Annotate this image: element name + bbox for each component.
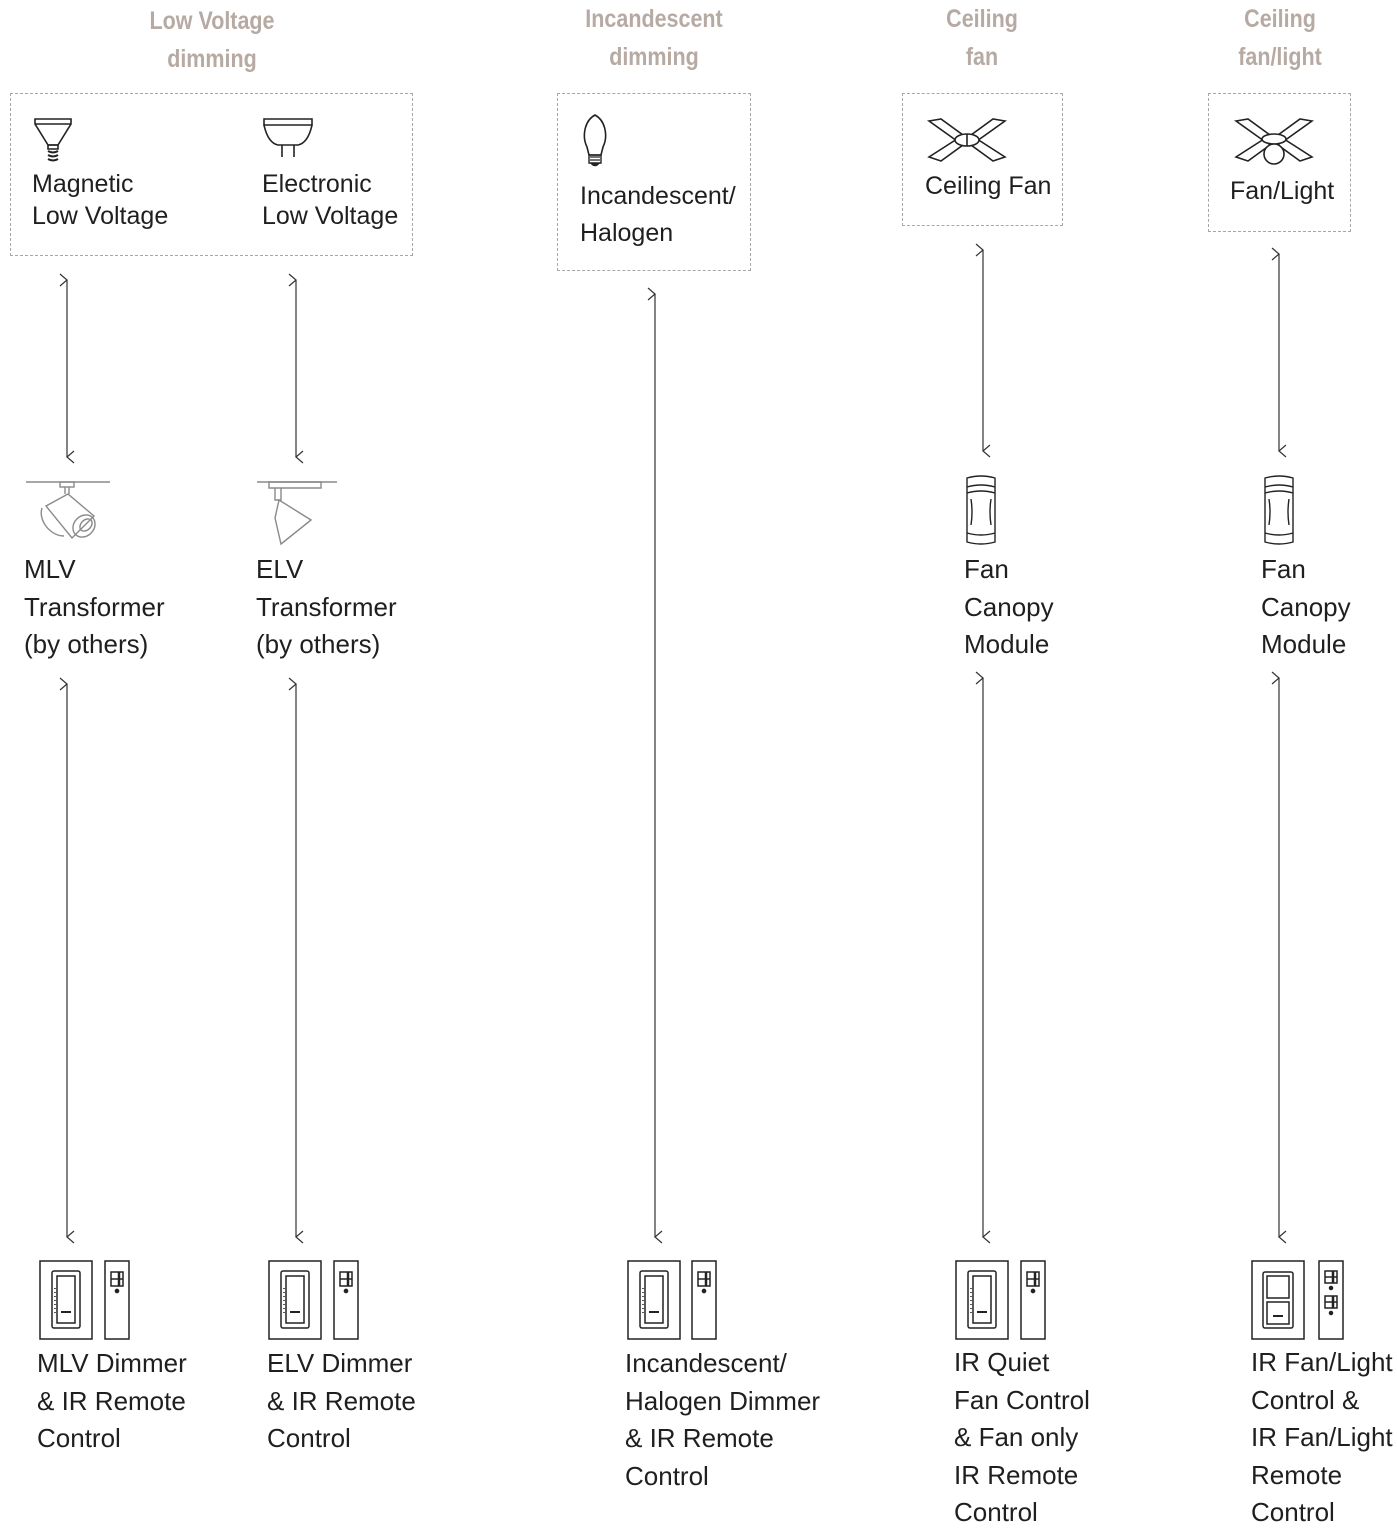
load-electronic-low-voltage: Electronic Low Voltage — [262, 170, 399, 230]
track-cone-icon — [257, 481, 337, 546]
label-fan-canopy-module-2: Fan Canopy Module — [1261, 554, 1351, 659]
load-ceiling-fan: Ceiling Fan — [925, 172, 1052, 200]
heading-incandescent-dimming: Incandescent dimming — [585, 5, 723, 71]
canopy-module-icon-2 — [1264, 475, 1294, 545]
label-ir-fan-light-control: IR Fan/Light Control & IR Fan/Light Remo… — [1251, 1347, 1393, 1527]
ceiling-fan-icon — [926, 118, 1008, 162]
mr16-pin-bulb-icon — [263, 118, 313, 157]
low-voltage-load-box — [10, 93, 413, 256]
label-mlv-transformer: MLV Transformer (by others) — [24, 554, 165, 659]
ir-remote-icon — [333, 1260, 359, 1340]
heading-low-voltage-dimming: Low Voltage dimming — [149, 7, 275, 73]
track-head-icon — [26, 481, 110, 540]
label-incandescent-dimmer: Incandescent/ Halogen Dimmer & IR Remote… — [625, 1348, 821, 1491]
mr16-bulb-icon — [34, 118, 72, 162]
dimmer-wallplate-icon — [268, 1260, 322, 1340]
ir-remote-icon — [691, 1260, 717, 1340]
ir-remote-icon — [104, 1260, 130, 1340]
load-incandescent-halogen: Incandescent/ Halogen — [580, 182, 736, 247]
fan-light-load-box — [1208, 93, 1351, 232]
dimmer-wallplate-icon — [627, 1260, 681, 1340]
a-lamp-bulb-icon — [583, 114, 607, 167]
ir-remote-icon — [1020, 1260, 1046, 1340]
fan-light-wallplate-icon — [1251, 1260, 1305, 1340]
load-fan-light: Fan/Light — [1230, 177, 1335, 205]
label-ir-quiet-fan-control: IR Quiet Fan Control & Fan only IR Remot… — [954, 1347, 1090, 1527]
dimmer-wallplate-icon — [955, 1260, 1009, 1340]
incandescent-load-box — [557, 93, 751, 271]
canopy-module-icon — [966, 475, 996, 545]
fan-light-icon — [1233, 118, 1315, 165]
load-magnetic-low-voltage: Magnetic Low Voltage — [32, 170, 169, 230]
label-elv-dimmer: ELV Dimmer & IR Remote Control — [267, 1348, 416, 1453]
label-mlv-dimmer: MLV Dimmer & IR Remote Control — [37, 1348, 187, 1453]
heading-ceiling-fan-light: Ceiling fan/light — [1238, 5, 1322, 71]
heading-ceiling-fan: Ceiling fan — [946, 5, 1018, 71]
dimmer-wallplate-icon — [39, 1260, 93, 1340]
label-fan-canopy-module: Fan Canopy Module — [964, 554, 1054, 659]
fan-light-remote-icon — [1318, 1260, 1344, 1340]
ceiling-fan-load-box — [902, 93, 1063, 226]
label-elv-transformer: ELV Transformer (by others) — [256, 554, 397, 659]
